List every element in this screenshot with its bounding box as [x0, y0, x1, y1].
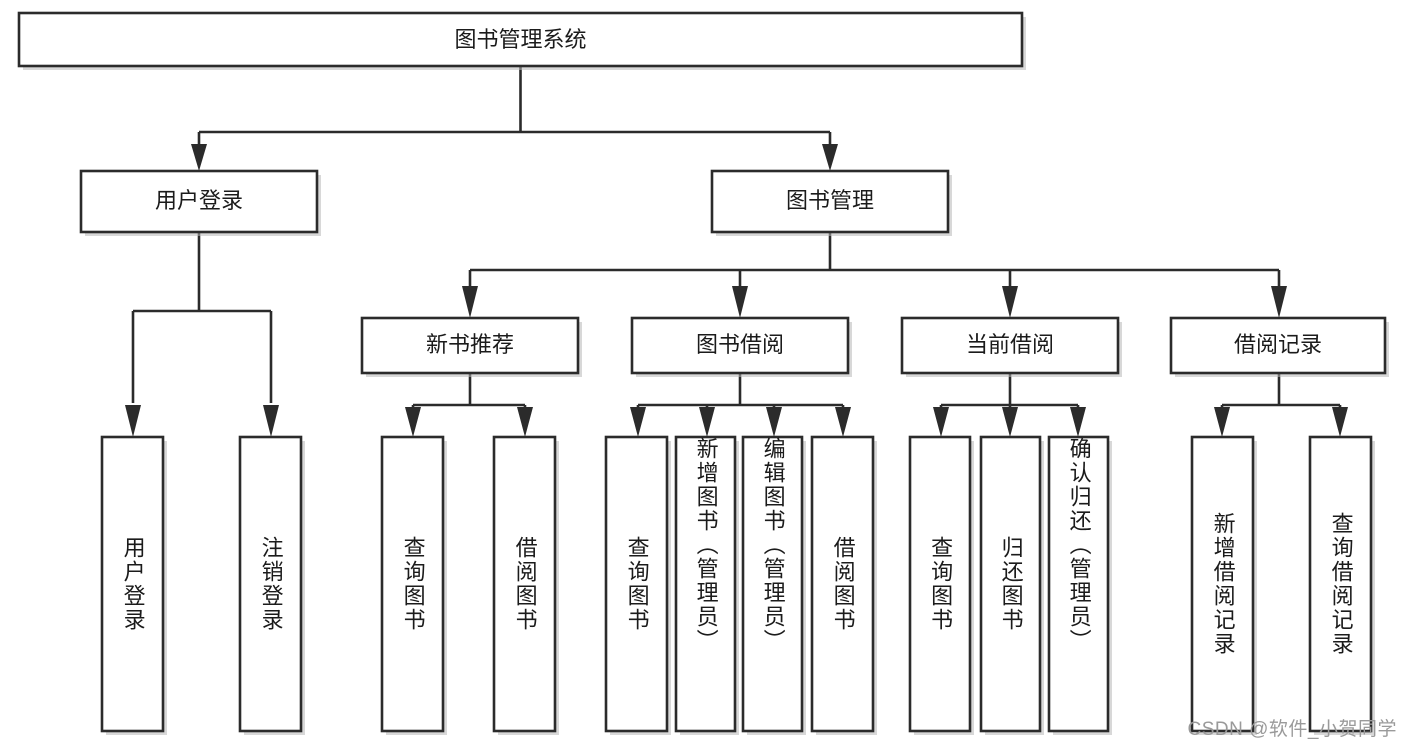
connector-group-borrow	[630, 373, 851, 437]
root-label: 图书管理系统	[454, 27, 586, 52]
user-login-box[interactable]	[79, 169, 319, 234]
arrowhead-borrow-leaf-2	[699, 407, 715, 437]
leaf-box[interactable]	[1308, 435, 1373, 733]
leaf-box[interactable]	[741, 435, 804, 733]
leaf-box[interactable]	[979, 435, 1042, 733]
arrowhead-current-leaf-1	[933, 407, 949, 437]
borrow-record-box[interactable]	[1169, 316, 1387, 375]
leaf-box[interactable]	[908, 435, 972, 733]
leaf-box[interactable]	[1047, 435, 1110, 733]
connector-group-current	[933, 373, 1086, 437]
leaf-node-current-3[interactable]	[1047, 435, 1112, 735]
leaf-box[interactable]	[380, 435, 445, 733]
leaf-box[interactable]	[604, 435, 669, 733]
arrowhead-newbook-leaf-1	[405, 407, 421, 437]
user-login-label: 用户登录	[155, 188, 243, 213]
leaf-box[interactable]	[492, 435, 557, 733]
node-borrow-record[interactable]: 借阅记录	[1169, 316, 1389, 377]
arrowhead-record-leaf-2	[1332, 407, 1348, 437]
arrowhead-record	[1271, 286, 1287, 318]
node-user-login[interactable]: 用户登录	[79, 169, 321, 236]
book-management-box[interactable]	[710, 169, 950, 234]
node-current-borrow[interactable]: 当前借阅	[900, 316, 1122, 377]
leaf-node-new-book-2[interactable]	[492, 435, 559, 735]
leaf-node-record-2[interactable]	[1308, 435, 1375, 735]
arrowhead-current-leaf-3	[1070, 407, 1086, 437]
arrowhead-record-leaf-1	[1214, 407, 1230, 437]
leaf-node-borrow-4[interactable]	[810, 435, 877, 735]
leaf-box[interactable]	[674, 435, 737, 733]
arrowhead-bookmgmt	[822, 144, 838, 171]
connector-group-bookmgmt	[462, 232, 1287, 318]
arrowhead-borrow	[732, 286, 748, 318]
book-management-label: 图书管理	[786, 188, 874, 213]
leaf-node-user-login-2[interactable]	[238, 435, 305, 735]
arrowhead-userlogin-leaf-1	[125, 405, 141, 437]
current-borrow-label: 当前借阅	[966, 332, 1054, 357]
connector-group-userlogin	[125, 232, 279, 437]
arrowhead-borrow-leaf-4	[835, 407, 851, 437]
leaf-node-borrow-2[interactable]	[674, 435, 739, 735]
leaf-node-current-2[interactable]	[979, 435, 1044, 735]
current-borrow-box[interactable]	[900, 316, 1120, 375]
arrowhead-borrow-leaf-1	[630, 407, 646, 437]
node-book-management[interactable]: 图书管理	[710, 169, 952, 236]
arrowhead-current-leaf-2	[1002, 407, 1018, 437]
connector-group-root	[191, 66, 838, 171]
leaf-node-borrow-3[interactable]	[741, 435, 806, 735]
arrowhead-newbook	[462, 286, 478, 318]
leaf-box[interactable]	[100, 435, 165, 733]
leaf-box[interactable]	[238, 435, 303, 733]
leaf-node-new-book-1[interactable]	[380, 435, 447, 735]
leaf-node-borrow-1[interactable]	[604, 435, 671, 735]
leaf-box[interactable]	[1190, 435, 1255, 733]
arrowhead-newbook-leaf-2	[517, 407, 533, 437]
watermark-text: CSDN @软件_小贺同学	[1187, 719, 1397, 740]
connector-group-record	[1214, 373, 1348, 437]
leaf-node-record-1[interactable]	[1190, 435, 1257, 735]
book-borrow-box[interactable]	[630, 316, 850, 375]
arrowhead-borrow-leaf-3	[766, 407, 782, 437]
node-book-borrow[interactable]: 图书借阅	[630, 316, 852, 377]
node-new-book-recommend[interactable]: 新书推荐	[360, 316, 582, 377]
book-borrow-label: 图书借阅	[696, 332, 784, 357]
leaf-box[interactable]	[810, 435, 875, 733]
leaf-node-current-1[interactable]	[908, 435, 974, 735]
new-book-recommend-label: 新书推荐	[426, 332, 514, 357]
new-book-recommend-box[interactable]	[360, 316, 580, 375]
connector-group-newbook	[405, 373, 533, 437]
arrowhead-userlogin	[191, 144, 207, 171]
borrow-record-label: 借阅记录	[1234, 332, 1322, 357]
arrowhead-current	[1002, 286, 1018, 318]
leaf-node-user-login-1[interactable]	[100, 435, 167, 735]
root-box[interactable]	[17, 11, 1024, 68]
arrowhead-userlogin-leaf-2	[263, 405, 279, 437]
node-root[interactable]: 图书管理系统	[17, 11, 1026, 70]
